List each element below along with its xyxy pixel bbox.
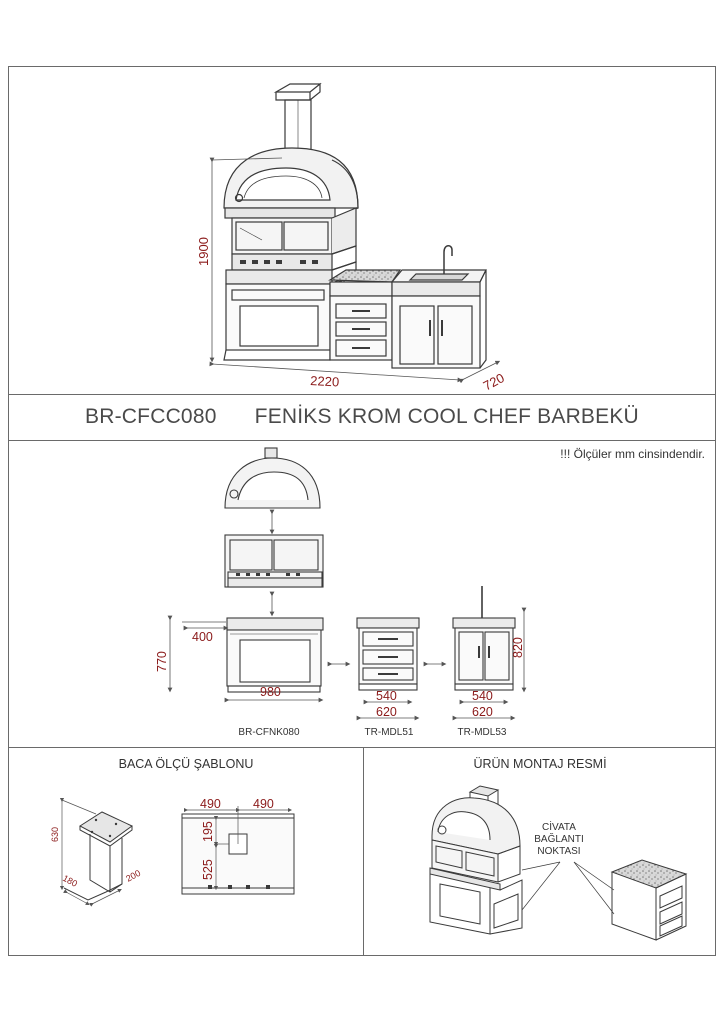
overview-illustration (223, 82, 487, 369)
bolt-label-line2: BAĞLANTI (534, 834, 584, 845)
product-name: FENİKS KROM COOL CHEF BARBEKÜ (254, 405, 639, 428)
chimney-dim-top-gap: 195 (201, 821, 215, 842)
assembly-title: ÜRÜN MONTAJ RESMİ (473, 757, 607, 771)
overview-dimensions (209, 157, 501, 384)
spec-sheet: BR-CFCC080 FENİKS KROM COOL CHEF BARBEKÜ… (8, 66, 716, 956)
sink-dim-inner: 540 (472, 689, 493, 703)
divider-bottom-vertical (363, 747, 364, 956)
sink-dim-outer: 620 (472, 705, 493, 719)
bolt-label-line3: NOKTASI (537, 846, 581, 857)
chimney-dim-height: 630 (50, 827, 60, 842)
divider-bottom-panels (9, 747, 715, 748)
chimney-dim-depth-a: 180 (61, 873, 79, 889)
drawer-dim-inner: 540 (376, 689, 397, 703)
bolt-connection-leaders (521, 861, 615, 915)
chimney-dimensions-iso (59, 797, 122, 907)
overview-dim-width: 2220 (310, 373, 340, 389)
code-drawer-module: TR-MDL51 (364, 727, 414, 738)
base-dim-height: 770 (155, 651, 169, 672)
chimney-dim-left: 490 (200, 797, 221, 811)
chimney-template-title: BACA ÖLÇÜ ŞABLONU (118, 757, 254, 771)
code-base-oven: BR-CFNK080 (238, 727, 300, 738)
chimney-dim-bottom-gap: 525 (201, 859, 215, 880)
assembly-drawer-illustration (610, 859, 688, 941)
code-sink-module: TR-MDL53 (457, 727, 507, 738)
drawer-dim-outer: 620 (376, 705, 397, 719)
base-dim-side: 400 (192, 630, 213, 644)
model-code: BR-CFCC080 (85, 405, 217, 428)
bolt-label-line1: CİVATA (542, 822, 576, 833)
chimney-dim-right: 490 (253, 797, 274, 811)
divider-title-top (9, 394, 715, 395)
exploded-components (224, 447, 516, 693)
chimney-dim-depth-b: 200 (124, 868, 142, 884)
divider-title-bottom (9, 440, 715, 441)
bolt-connection-label: CİVATA BAĞLANTI NOKTASI (529, 822, 589, 858)
overview-dim-height: 1900 (196, 237, 211, 266)
assembly-oven-illustration (429, 785, 523, 935)
base-dim-width: 980 (260, 685, 281, 699)
component-dimensions (167, 607, 527, 721)
overview-dim-depth: 720 (481, 370, 507, 393)
product-title: BR-CFCC080 FENİKS KROM COOL CHEF BARBEKÜ (9, 405, 715, 429)
units-note: !!! Ölçüler mm cinsindendir. (560, 447, 705, 461)
sink-dim-height: 820 (511, 637, 525, 658)
chimney-template-dimensions (183, 806, 293, 891)
